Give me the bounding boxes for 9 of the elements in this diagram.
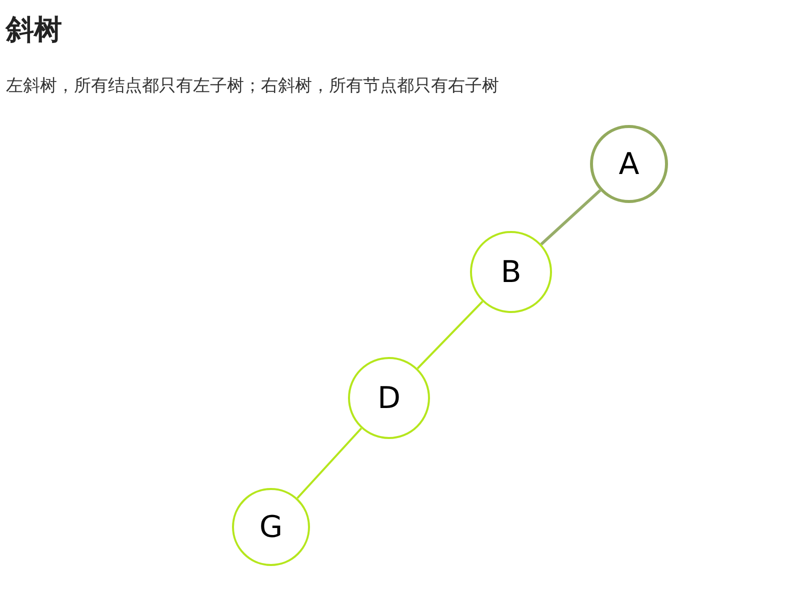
description-text: 左斜树，所有结点都只有左子树；右斜树，所有节点都只有右子树 — [6, 75, 499, 97]
connector-line — [540, 189, 602, 246]
tree-node-circle: B — [470, 231, 552, 313]
tree-node-circle: D — [348, 357, 430, 439]
heading: 斜树 — [6, 13, 62, 47]
connector-line — [416, 300, 484, 370]
tree-node-circle: A — [590, 125, 668, 203]
tree-node-circle: G — [232, 488, 310, 566]
connector-line — [296, 428, 362, 499]
